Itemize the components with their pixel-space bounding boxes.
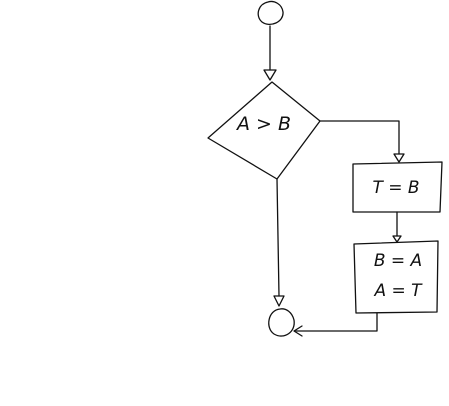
decision-label: A > B (235, 113, 291, 135)
arrowhead-into-assign-box (392, 235, 402, 243)
process-box-assign (353, 240, 439, 314)
arrowhead-into-temp-box (393, 153, 405, 163)
process-temp-label: T = B (372, 178, 419, 198)
arrowhead-into-end (273, 295, 285, 307)
connector-decision-to-temp-box (319, 120, 400, 155)
connector-decision-to-end (276, 178, 280, 297)
end-terminal (268, 308, 295, 337)
start-terminal (257, 0, 284, 26)
arrowhead-into-decision (263, 69, 277, 81)
process-box-temp (352, 161, 443, 213)
arrowhead-into-end-side (293, 325, 303, 337)
process-assign-line2: A = T (373, 281, 423, 301)
connector-assign-to-end (295, 312, 378, 332)
process-assign-line1: B = A (374, 251, 422, 271)
